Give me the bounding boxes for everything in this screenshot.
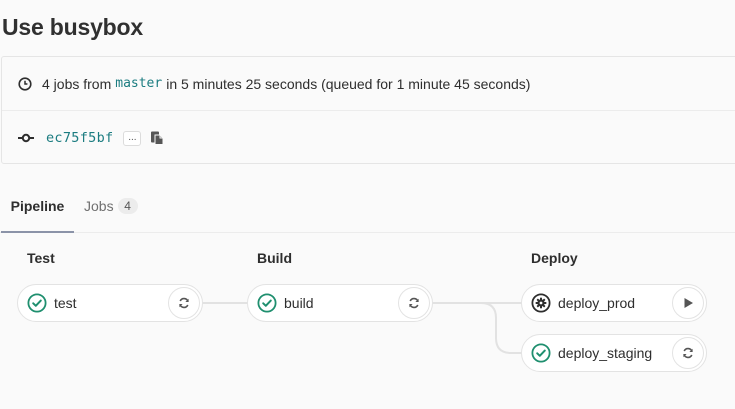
copy-icon[interactable] — [149, 130, 165, 146]
job-name: deploy_staging — [558, 345, 653, 361]
retry-button[interactable] — [672, 337, 704, 369]
jobs-count-text: 4 jobs from — [42, 75, 112, 92]
job-name: build — [284, 295, 314, 311]
job-build[interactable]: build — [247, 284, 433, 322]
commit-icon — [18, 133, 34, 143]
play-button[interactable] — [672, 287, 704, 319]
page-title: Use busybox — [2, 14, 143, 40]
status-success-icon — [27, 293, 47, 313]
job-name: test — [54, 295, 77, 311]
retry-icon — [409, 297, 419, 309]
retry-button[interactable] — [398, 287, 430, 319]
pipeline-info-box: 4 jobs from master in 5 minutes 25 secon… — [1, 56, 735, 164]
pipeline-tabs: Pipeline Jobs 4 — [0, 180, 735, 233]
tab-jobs[interactable]: Jobs 4 — [84, 180, 138, 232]
commit-row: ec75f5bf ... — [2, 111, 735, 165]
jobs-count-badge: 4 — [117, 198, 138, 214]
commit-sha-link[interactable]: ec75f5bf — [46, 130, 114, 146]
duration-text: in 5 minutes 25 seconds (queued for 1 mi… — [166, 75, 531, 92]
retry-icon — [683, 347, 693, 359]
tab-jobs-label: Jobs — [84, 198, 114, 214]
branch-link[interactable]: master — [115, 76, 163, 91]
retry-button[interactable] — [168, 287, 200, 319]
job-name: deploy_prod — [558, 295, 636, 311]
tab-pipeline-label: Pipeline — [10, 198, 65, 214]
expand-commit-message-button[interactable]: ... — [123, 130, 142, 146]
tab-pipeline[interactable]: Pipeline — [1, 180, 74, 233]
play-icon — [684, 298, 693, 308]
job-deploy-prod[interactable]: deploy_prod — [521, 284, 707, 322]
status-success-icon — [257, 293, 277, 313]
status-manual-gear-icon — [531, 293, 551, 313]
job-deploy-staging[interactable]: deploy_staging — [521, 334, 707, 372]
stage-title-build: Build — [257, 250, 292, 266]
status-success-icon — [531, 343, 551, 363]
retry-icon — [179, 297, 189, 309]
clock-icon — [18, 76, 32, 91]
pipeline-summary-row: 4 jobs from master in 5 minutes 25 secon… — [2, 57, 735, 111]
stage-title-test: Test — [27, 250, 55, 266]
stage-title-deploy: Deploy — [531, 250, 578, 266]
job-test[interactable]: test — [17, 284, 203, 322]
